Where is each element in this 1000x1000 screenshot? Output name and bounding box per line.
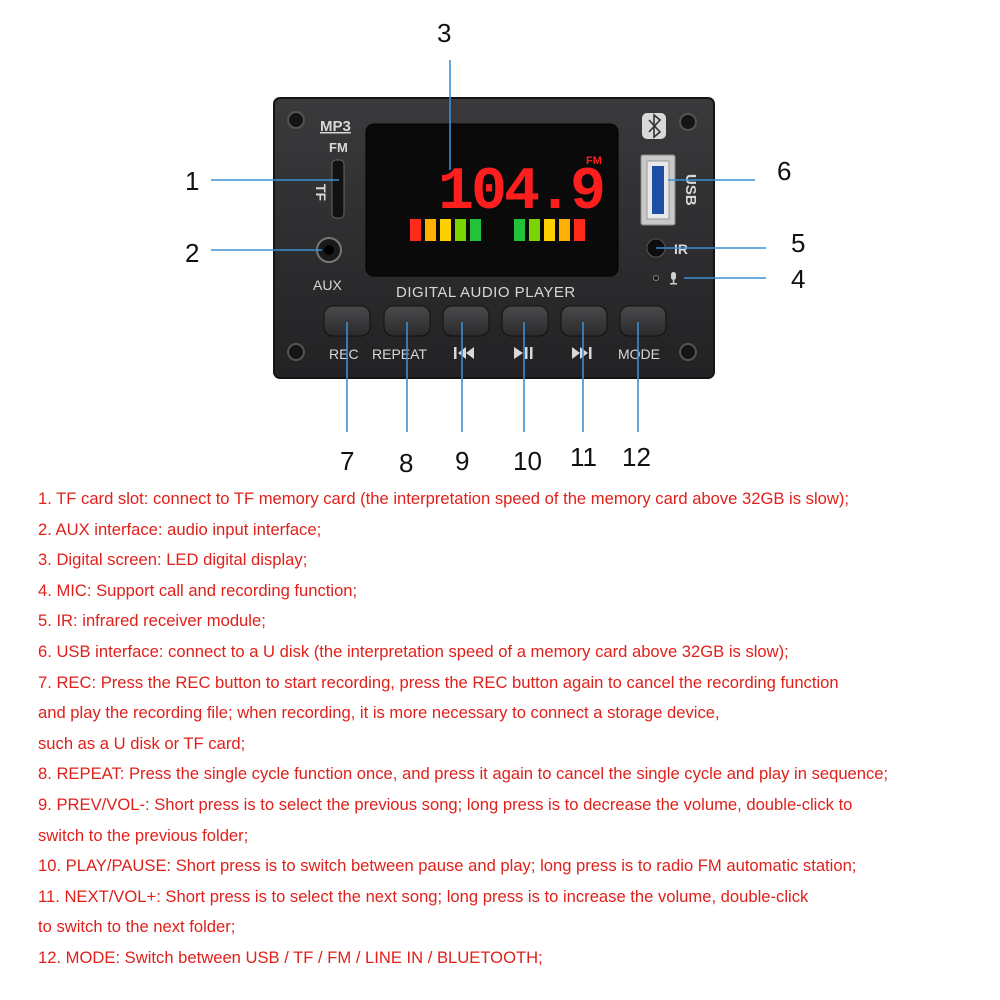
display-frequency: 104.9 [438,159,603,227]
callout-lines [211,60,766,432]
spectrum-bar [574,219,585,241]
mode-button[interactable] [619,305,667,337]
corner-screws [287,111,697,361]
control-buttons [323,305,667,337]
play-pause-icon [514,347,533,359]
spectrum-bar [455,219,466,241]
callout-6: 6 [777,156,791,186]
mic-hole [653,275,659,281]
description-line: 3. Digital screen: LED digital display; [38,550,308,570]
display-fm-unit: FM [586,155,602,167]
fm-label: FM [329,140,348,155]
player-module: MP3 FM TF AUX 104.9 FM USB [273,97,715,379]
ir-label: IR [674,241,688,257]
description-line: and play the recording file; when record… [38,703,720,723]
spectrum-bar [529,219,540,241]
rec-label: REC [329,346,359,362]
mode-label: MODE [618,346,660,362]
callout-8: 8 [399,448,413,478]
callout-3: 3 [437,18,451,48]
callout-7: 7 [340,446,354,476]
aux-label: AUX [313,277,342,293]
panel-title: DIGITAL AUDIO PLAYER [396,284,576,301]
description-line: 6. USB interface: connect to a U disk (t… [38,641,789,661]
description-line: 10. PLAY/PAUSE: Short press is to switch… [38,856,857,876]
callout-11: 11 [570,442,597,472]
mic-icon [670,272,677,285]
spectrum-bar [410,219,421,241]
tf-label: TF [313,184,329,202]
spectrum-bar [559,219,570,241]
callout-10: 10 [513,446,542,476]
feature-descriptions: 1. TF card slot: connect to TF memory ca… [38,484,988,974]
description-line: 8. REPEAT: Press the single cycle functi… [38,764,889,784]
description-line: 4. MIC: Support call and recording funct… [38,580,358,600]
usb-label: USB [682,174,699,206]
callout-9: 9 [455,446,469,476]
callout-4: 4 [791,264,805,294]
bluetooth-icon [642,113,666,139]
mp3-label: MP3 [320,118,351,135]
description-line: to switch to the next folder; [38,917,236,937]
callout-12: 12 [622,442,651,472]
spectrum-bar [514,219,525,241]
description-line: 7. REC: Press the REC button to start re… [38,672,839,692]
description-line: switch to the previous folder; [38,825,249,845]
next-button[interactable] [560,305,608,337]
callout-2: 2 [185,238,199,268]
callout-numbers: 1 2 3 4 5 6 7 8 9 10 11 12 [185,18,805,478]
prev-button[interactable] [442,305,490,337]
description-line: 12. MODE: Switch between USB / TF / FM /… [38,947,543,967]
spectrum-bar [544,219,555,241]
description-line: 11. NEXT/VOL+: Short press is to select … [38,886,809,906]
description-line: 1. TF card slot: connect to TF memory ca… [38,489,849,508]
tf-card-slot[interactable] [331,159,345,219]
next-icon [572,347,592,359]
spectrum-bar [470,219,481,241]
usb-port[interactable] [640,154,676,226]
description-line: such as a U disk or TF card; [38,733,246,753]
spectrum-bars [410,219,585,241]
description-line: 5. IR: infrared receiver module; [38,611,266,631]
product-diagram: MP3 FM TF AUX 104.9 FM USB [185,18,805,478]
callout-1: 1 [185,166,199,196]
callout-5: 5 [791,228,805,258]
description-line: 9. PREV/VOL-: Short press is to select t… [38,794,853,814]
play-pause-button[interactable] [501,305,549,337]
spectrum-bar [425,219,436,241]
spectrum-bar [440,219,451,241]
description-line: 2. AUX interface: audio input interface; [38,519,322,539]
repeat-label: REPEAT [372,346,427,362]
